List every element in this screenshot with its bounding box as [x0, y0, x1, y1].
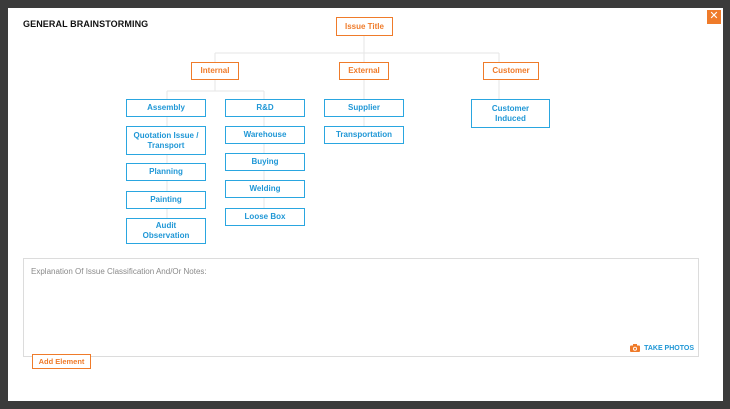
- node-supplier[interactable]: Supplier: [324, 99, 404, 117]
- notes-area[interactable]: Explanation Of Issue Classification And/…: [23, 258, 699, 357]
- take-photos-label: TAKE PHOTOS: [644, 344, 694, 352]
- node-buying[interactable]: Buying: [225, 153, 305, 171]
- node-transportation[interactable]: Transportation: [324, 126, 404, 144]
- take-photos-button[interactable]: TAKE PHOTOS: [630, 344, 694, 352]
- dialog-title: GENERAL BRAINSTORMING: [23, 19, 149, 29]
- category-internal[interactable]: Internal: [191, 62, 239, 80]
- node-customer-induced[interactable]: Customer Induced: [471, 99, 550, 128]
- close-icon: ✕: [709, 10, 719, 22]
- node-planning[interactable]: Planning: [126, 163, 206, 181]
- node-warehouse[interactable]: Warehouse: [225, 126, 305, 144]
- node-audit-observation[interactable]: Audit Observation: [126, 218, 206, 244]
- node-rnd[interactable]: R&D: [225, 99, 305, 117]
- node-painting[interactable]: Painting: [126, 191, 206, 209]
- node-assembly[interactable]: Assembly: [126, 99, 206, 117]
- notes-placeholder: Explanation Of Issue Classification And/…: [31, 267, 207, 276]
- close-button[interactable]: ✕: [707, 10, 721, 24]
- camera-icon: [630, 344, 641, 352]
- category-customer[interactable]: Customer: [483, 62, 539, 80]
- category-external[interactable]: External: [339, 62, 389, 80]
- add-element-button[interactable]: Add Element: [32, 354, 91, 369]
- node-welding[interactable]: Welding: [225, 180, 305, 198]
- brainstorming-dialog: GENERAL BRAINSTORMING ✕ Issue Title Inte…: [8, 8, 723, 401]
- node-quotation-issue[interactable]: Quotation Issue / Transport: [126, 126, 206, 155]
- node-loose-box[interactable]: Loose Box: [225, 208, 305, 226]
- root-issue-title[interactable]: Issue Title: [336, 17, 393, 36]
